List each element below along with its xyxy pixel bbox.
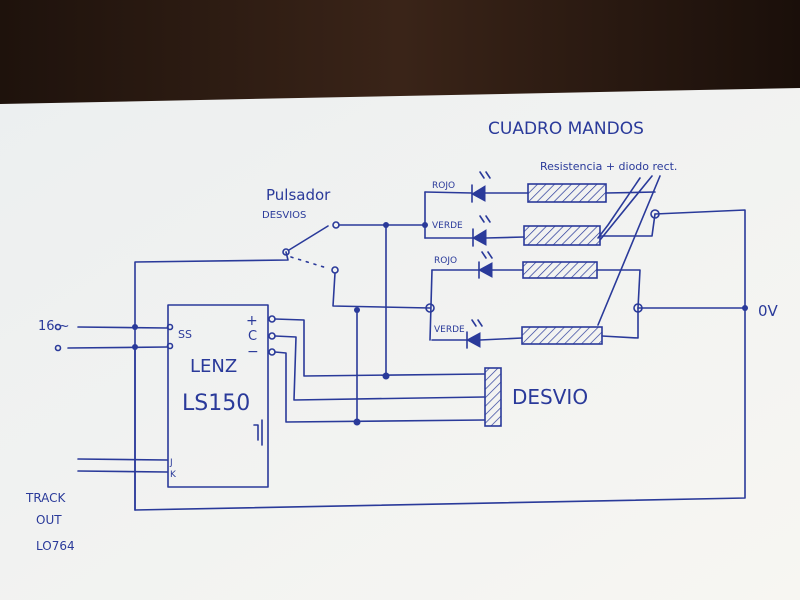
title: CUADRO MANDOS [488,119,644,139]
decoder-name-line2: LS150 [182,391,250,416]
track-out-line1: TRACK [25,491,67,505]
decoder-pin-minus: − [247,344,259,360]
resistor-note: Resistencia + diodo rect. [540,160,677,173]
decoder-name-line1: LENZ [190,356,237,377]
pushbutton: Pulsador DESVIOS [262,186,340,274]
supply-inputs [54,323,168,511]
pushbutton-alt-position [290,256,328,269]
led-3-label: ROJO [434,256,457,266]
decoder-output-wiring [274,318,485,426]
zero-volt-label: 0V [758,302,779,320]
track-out-wires [77,458,168,473]
supply-label: 16 ~ [38,319,70,334]
led-1-label: ROJO [432,181,455,191]
paper-sheet [0,88,800,600]
resistor-3 [522,261,598,279]
led-2-label: VERDE [432,221,463,231]
turnout-label: DESVIO [512,385,588,409]
pushbutton-wiring [134,222,431,423]
pushbutton-sublabel: DESVIOS [262,210,306,221]
decoder-pin-plus: + [246,313,258,329]
track-out-line3: LO764 [36,539,75,553]
resistor-2 [523,225,601,246]
resistor-1 [527,183,607,203]
decoder-pin-c: C [248,329,257,344]
led-row-wires [424,191,656,341]
decoder-pin-ss: SS [178,328,192,341]
led-4-label: VERDE [434,325,465,335]
pushbutton-lever [288,225,329,251]
decoder-pin-k: K [170,470,177,480]
turnout-motor [484,367,502,427]
lenz-ls150-decoder: LENZ LS150 SS + C − J K [166,304,276,488]
decoder-box [167,304,269,488]
track-out-line2: OUT [36,513,62,527]
pushbutton-label: Pulsador [266,186,331,204]
resistor-4 [521,326,603,345]
decoder-pin-j: J [169,458,173,468]
